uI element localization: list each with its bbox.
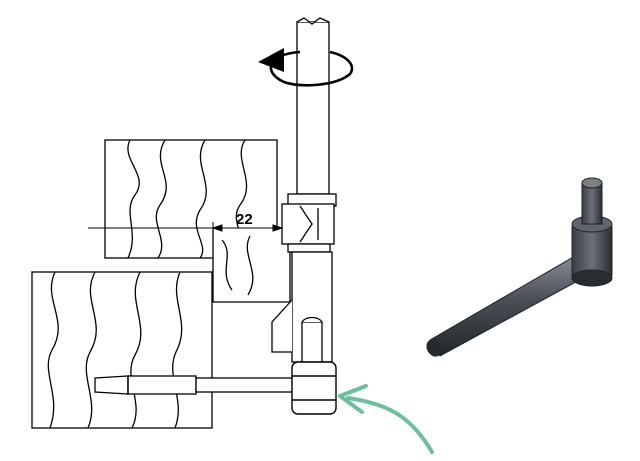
door-leaf-upper	[212, 228, 291, 303]
rotation-arrow-icon	[258, 48, 354, 87]
vertical-rod	[296, 17, 330, 195]
green-pointer-arrow-icon	[338, 384, 434, 454]
chuck-collar	[281, 193, 337, 253]
horizontal-pin	[94, 375, 297, 395]
pin-knuckle	[291, 361, 337, 415]
dimension-label: 22	[236, 211, 253, 228]
hinge-pin-3d-icon	[426, 177, 613, 357]
lower-wood-block	[31, 271, 213, 429]
dimension-line	[88, 222, 284, 236]
upper-wood-block	[104, 139, 278, 259]
